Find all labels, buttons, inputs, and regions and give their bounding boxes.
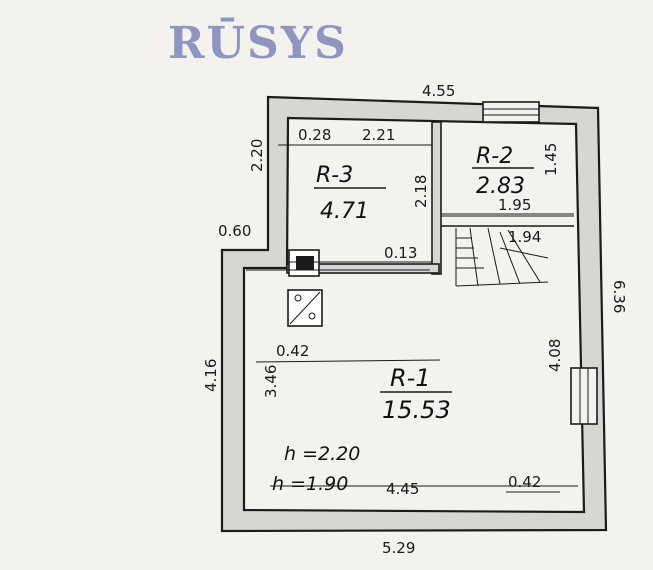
room-r1-area: 15.53 bbox=[382, 396, 451, 424]
room-r3-name: R-3 bbox=[316, 163, 353, 188]
room-r1: R-1 15.53 bbox=[380, 364, 452, 424]
dim-r1-inner-width: 4.45 bbox=[386, 480, 419, 498]
height-label-2: h =1.90 bbox=[272, 473, 348, 495]
staircase bbox=[455, 227, 549, 287]
room-r3: R-3 4.71 bbox=[314, 163, 386, 224]
dim-left-upper-height: 2.20 bbox=[248, 139, 266, 172]
dim-stair-width: 1.94 bbox=[508, 228, 541, 246]
room-r2-area: 2.83 bbox=[476, 174, 525, 199]
room-r2-name: R-2 bbox=[476, 144, 513, 169]
dim-step-offset: 0.60 bbox=[218, 222, 251, 240]
window-right bbox=[570, 367, 598, 425]
dim-r1-right-height: 4.08 bbox=[546, 339, 564, 372]
dim-r1-corner: 0.42 bbox=[508, 473, 541, 491]
stamp-text: RŪSYS bbox=[168, 16, 348, 69]
partition-walls bbox=[286, 121, 574, 275]
dim-r1-inner-height: 3.46 bbox=[262, 365, 280, 398]
height-label-1: h =2.20 bbox=[284, 443, 360, 465]
room-r3-area: 4.71 bbox=[320, 199, 369, 224]
room-r2: R-2 2.83 bbox=[472, 144, 534, 199]
dim-r2-height: 1.45 bbox=[542, 143, 560, 176]
dim-r2-width: 1.95 bbox=[498, 196, 531, 214]
dim-right-height: 6.36 bbox=[610, 280, 628, 313]
dim-bottom-width: 5.29 bbox=[382, 539, 415, 557]
dimension-lines bbox=[246, 144, 578, 493]
room-r1-name: R-1 bbox=[390, 364, 431, 392]
dim-chimney-gap: 0.13 bbox=[384, 244, 417, 262]
dim-left-lower-height: 4.16 bbox=[202, 359, 220, 392]
dim-r1-inner-offset: 0.42 bbox=[276, 342, 309, 360]
dim-top-width: 4.55 bbox=[422, 82, 455, 100]
dim-r3-width-b: 2.21 bbox=[362, 126, 395, 144]
window-top bbox=[482, 101, 540, 123]
dim-r3-height: 2.18 bbox=[412, 175, 430, 208]
stove-icon bbox=[287, 289, 323, 327]
chimney-icon bbox=[288, 249, 320, 277]
dim-r3-width-a: 0.28 bbox=[298, 126, 331, 144]
